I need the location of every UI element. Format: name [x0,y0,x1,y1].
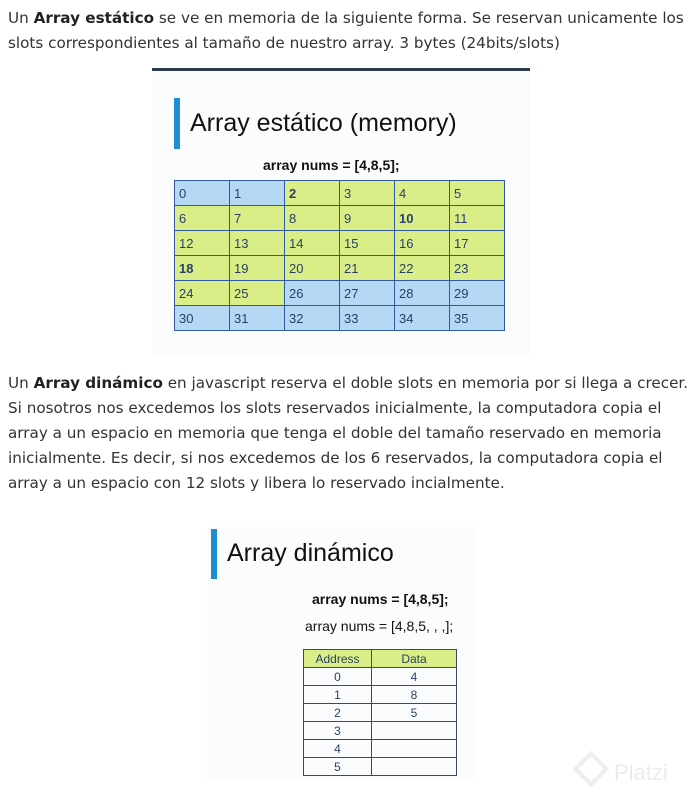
memory-slot: 14 [284,230,340,256]
memory-slot: 28 [394,280,450,306]
memory-slot: 21 [339,255,395,281]
static-array-code: array nums = [4,8,5]; [263,157,400,173]
static-figure-title: Array estático (memory) [190,109,457,137]
memory-slot: 29 [449,280,505,306]
platzi-watermark: Platzi [572,750,668,788]
paragraph-dynamic-array: Un Array dinámico en javascript reserva … [8,374,689,492]
data-cell: 5 [371,703,457,722]
memory-slot: 20 [284,255,340,281]
title-accent-bar [174,98,180,149]
dynamic-figure-title: Array dinámico [227,539,394,567]
memory-slot: 5 [449,180,505,206]
table-row: 5 [303,757,457,776]
memory-slot: 13 [229,230,285,256]
memory-slot: 22 [394,255,450,281]
memory-slot: 2 [284,180,340,206]
address-cell: 5 [303,757,372,776]
term-static-array: Array estático [33,9,155,27]
dynamic-array-code: array nums = [4,8,5]; [312,591,449,607]
memory-slot: 32 [284,305,340,331]
term-dynamic-array: Array dinámico [33,374,163,392]
memory-slot: 23 [449,255,505,281]
memory-slot: 8 [284,205,340,231]
memory-slot: 6 [174,205,230,231]
static-array-figure: Array estático (memory) array nums = [4,… [152,68,530,358]
table-row: 3 [303,721,457,740]
table-row: 4 [303,739,457,758]
header-data: Data [371,649,457,668]
dynamic-array-figure: Array dinámico array nums = [4,8,5]; arr… [207,527,475,780]
memory-slot: 17 [449,230,505,256]
platzi-logo-icon [572,750,610,788]
memory-slot: 24 [174,280,230,306]
memory-slot: 1 [229,180,285,206]
memory-slot: 7 [229,205,285,231]
memory-slot: 0 [174,180,230,206]
address-cell: 0 [303,667,372,686]
memory-slot: 34 [394,305,450,331]
memory-slot: 4 [394,180,450,206]
memory-slot: 15 [339,230,395,256]
address-cell: 3 [303,721,372,740]
data-cell: 4 [371,667,457,686]
memory-slot: 16 [394,230,450,256]
memory-slot: 26 [284,280,340,306]
memory-slot: 30 [174,305,230,331]
memory-slot: 33 [339,305,395,331]
memory-slot: 19 [229,255,285,281]
memory-slot: 11 [449,205,505,231]
memory-slot: 3 [339,180,395,206]
data-cell [371,739,457,758]
data-cell [371,721,457,740]
memory-slot: 9 [339,205,395,231]
dynamic-array-expanded-code: array nums = [4,8,5, , ,]; [305,618,454,634]
title-accent-bar [211,529,217,579]
figure-divider [152,68,530,71]
address-cell: 4 [303,739,372,758]
memory-slot: 27 [339,280,395,306]
memory-slot: 12 [174,230,230,256]
memory-slot: 10 [394,205,450,231]
header-address: Address [303,649,372,668]
address-cell: 2 [303,703,372,722]
memory-slot: 35 [449,305,505,331]
data-cell [371,757,457,776]
memory-slot: 31 [229,305,285,331]
address-cell: 1 [303,685,372,704]
data-cell: 8 [371,685,457,704]
paragraph-static-array: Un Array estático se ve en memoria de la… [8,9,684,52]
memory-slot: 18 [174,255,230,281]
memory-slot: 25 [229,280,285,306]
